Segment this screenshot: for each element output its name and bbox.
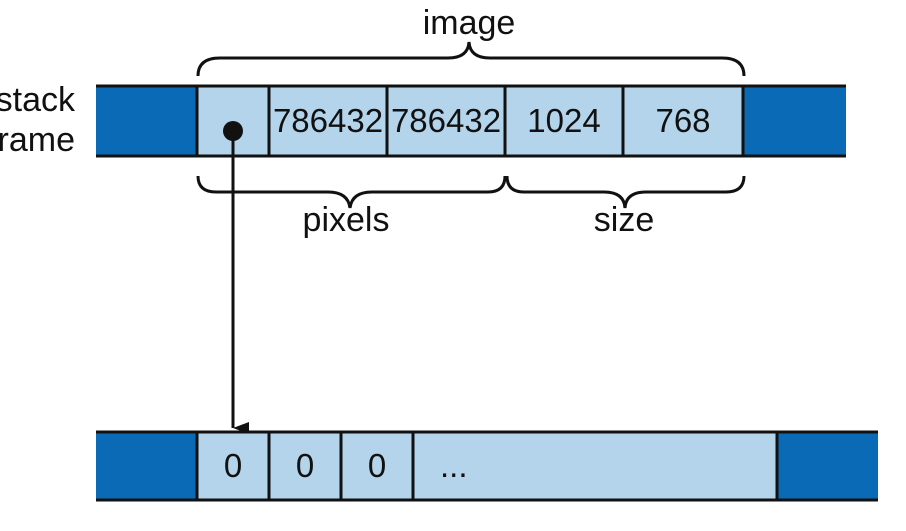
stack-cell xyxy=(270,86,386,156)
stack-cell xyxy=(388,86,504,156)
image-brace xyxy=(196,41,746,77)
heap-ellipsis: ... xyxy=(440,447,468,484)
heap-right-block xyxy=(778,432,878,500)
size-label: size xyxy=(594,201,654,239)
pixels-label: pixels xyxy=(303,201,390,239)
heap-buffer-row: 0 0 0 ... xyxy=(96,430,878,502)
stack-cell xyxy=(506,86,622,156)
heap-left-block xyxy=(96,432,196,500)
heap-cell xyxy=(270,432,340,500)
width-value: 1024 xyxy=(527,102,600,139)
stack-right-block xyxy=(744,86,846,156)
pixels-capacity-value: 786432 xyxy=(391,102,501,139)
pixels-brace xyxy=(196,175,507,209)
stack-frame-row: 786432 786432 1024 768 xyxy=(96,84,846,158)
stack-cell xyxy=(624,86,742,156)
image-label: image xyxy=(423,4,516,42)
heap-value: 0 xyxy=(368,447,386,484)
frame-label: frame xyxy=(0,121,75,159)
heap-cell xyxy=(198,432,268,500)
heap-cell xyxy=(342,432,412,500)
stack-left-block xyxy=(96,86,196,156)
size-brace xyxy=(505,175,746,209)
heap-cell-rest xyxy=(414,432,776,500)
stack-label: stack xyxy=(0,81,76,119)
height-value: 768 xyxy=(655,102,710,139)
pixels-size-value: 786432 xyxy=(273,102,383,139)
heap-value: 0 xyxy=(224,447,242,484)
heap-value: 0 xyxy=(296,447,314,484)
